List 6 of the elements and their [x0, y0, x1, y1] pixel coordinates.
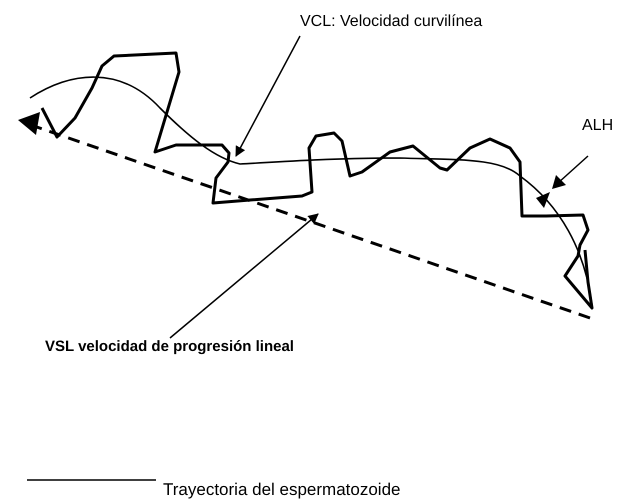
vcl-label: VCL: Velocidad curvilínea — [300, 12, 482, 32]
leader-line — [235, 36, 301, 157]
leader-line — [170, 213, 319, 339]
vsl-label: VSL velocidad de progresión lineal — [45, 338, 294, 357]
legend-text: Trayectoria del espermatozoide — [163, 479, 400, 500]
alh-label: ALH — [582, 116, 614, 136]
